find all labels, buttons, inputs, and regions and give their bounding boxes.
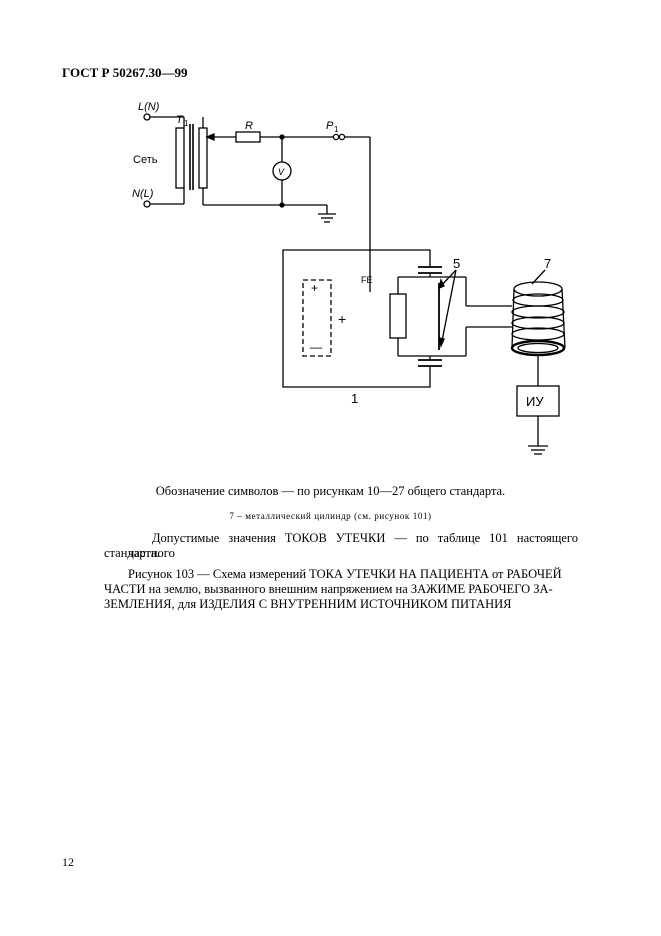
label-fe: FE <box>361 275 373 285</box>
page-number: 12 <box>62 855 74 869</box>
label-plus: + <box>338 311 346 327</box>
applied-part-resistor <box>389 293 407 339</box>
label-p1-sub: 1 <box>334 125 339 134</box>
label-r: R <box>245 120 253 132</box>
resistor-r <box>235 131 261 143</box>
metal-cylinder <box>510 281 566 357</box>
leakage-paragraph-cont: стандарта. <box>104 546 554 561</box>
label-p1: P <box>326 120 334 132</box>
leakage-line-2: стандарта. <box>104 546 160 560</box>
capacitor-bottom <box>418 359 442 367</box>
terminal-ln <box>143 113 151 121</box>
label-v: V <box>278 167 285 177</box>
label-plus-inner: + <box>311 281 318 295</box>
label-nl: N(L) <box>132 188 154 200</box>
circuit-diagram: L(N) N(L) Сеть T 1 R P 1 V FE + — + 5 7 … <box>132 101 566 455</box>
capacitor-top <box>418 266 442 274</box>
internal-battery <box>302 279 332 357</box>
label-5: 5 <box>453 256 460 271</box>
leakage-paragraph: Допустимые значения ТОКОВ УТЕЧКИ — по та… <box>128 531 578 561</box>
figure-caption-line-2: ЧАСТИ на землю, вызванного внешним напря… <box>104 582 553 596</box>
figure-caption-line-1: Рисунок 103 — Схема измерений ТОКА УТЕЧК… <box>128 567 562 581</box>
label-iu: ИУ <box>526 394 544 409</box>
document-header: ГОСТ Р 50267.30—99 <box>62 65 188 80</box>
label-minus-inner: — <box>310 340 322 354</box>
note-symbols: Обозначение символов — по рисункам 10—27… <box>155 484 506 498</box>
label-t1: T <box>176 114 184 126</box>
switch-p1-contact-a <box>332 133 340 141</box>
label-ln: L(N) <box>138 101 160 113</box>
figure-caption-line-3: ЗЕМЛЕНИЯ, для ИЗДЕЛИЯ С ВНУТРЕННИМ ИСТОЧ… <box>104 597 512 611</box>
equipment-enclosure <box>282 249 431 388</box>
leakage-line-1: Допустимые значения ТОКОВ УТЕЧКИ — по та… <box>128 531 578 560</box>
label-t1-sub: 1 <box>184 119 189 128</box>
label-7: 7 <box>544 256 551 271</box>
switch-p1-contact-b <box>338 133 346 141</box>
ground-symbol-bottom <box>528 445 548 455</box>
note-cylinder: 7 – металлический цилиндр (см. рисунок 1… <box>229 511 432 521</box>
terminal-nl <box>143 200 151 208</box>
transformer-t1 <box>175 124 208 190</box>
label-1: 1 <box>351 391 358 406</box>
ground-symbol-top <box>318 213 336 223</box>
label-mains: Сеть <box>133 154 158 166</box>
